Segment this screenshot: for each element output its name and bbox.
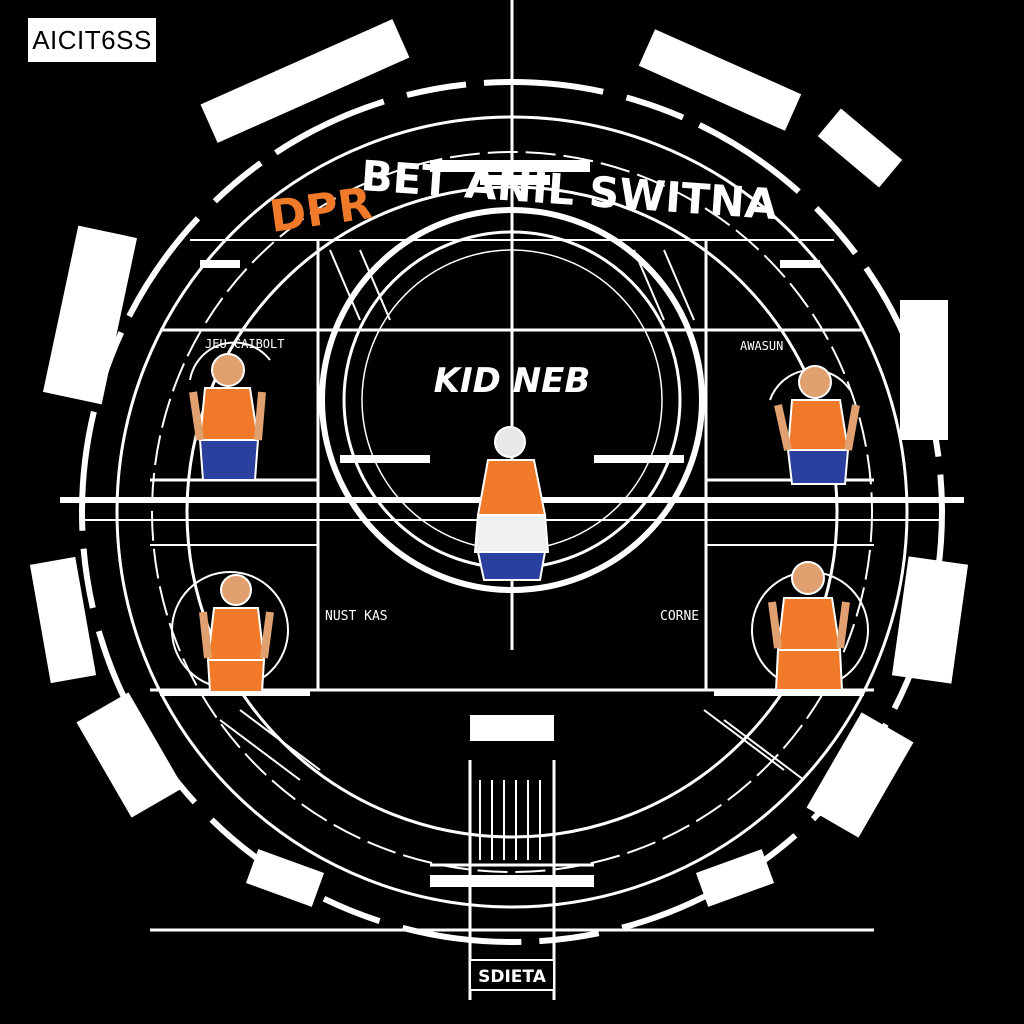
player-figure-bottom-right [768, 561, 850, 691]
player-figure-top-right [774, 365, 860, 485]
corner-label: AICIT6SS [28, 18, 156, 62]
bottom-plate-frame [469, 959, 555, 991]
player-figure-top-left [189, 353, 266, 481]
outer-ring-segments [29, 19, 969, 907]
title-left: DPR [266, 178, 375, 243]
panel-label-bottom-left: NUST KAS [325, 609, 388, 624]
player-figure-center [473, 426, 550, 581]
player-figure-bottom-left [199, 574, 274, 693]
panel-label-top-right: AWASUN [740, 339, 783, 353]
seating-hatches [219, 249, 805, 860]
bottom-plate-text: SDIETA [478, 967, 547, 987]
panel-label-bottom-right: CORNE [660, 609, 699, 624]
center-text: KID NEB [434, 361, 591, 401]
